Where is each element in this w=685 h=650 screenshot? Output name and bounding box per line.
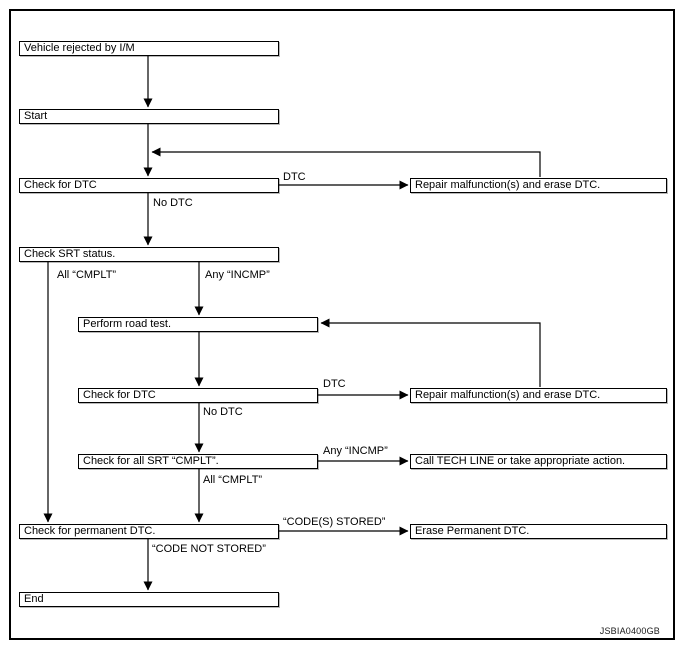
edge-label-all-cmplt-2: All “CMPLT” xyxy=(203,474,263,486)
node-road-test: Perform road test. xyxy=(78,317,318,332)
node-check-dtc-1: Check for DTC xyxy=(19,178,279,193)
edge-label-any-incmp-1: Any “INCMP” xyxy=(205,269,270,281)
node-repair-erase-1: Repair malfunction(s) and erase DTC. xyxy=(410,178,667,193)
edge-label-any-incmp-2: Any “INCMP” xyxy=(323,445,388,457)
node-repair-erase-2: Repair malfunction(s) and erase DTC. xyxy=(410,388,667,403)
edge-label-dtc-2: DTC xyxy=(323,378,346,390)
node-start: Start xyxy=(19,109,279,124)
edge-label-codes-stored: “CODE(S) STORED” xyxy=(283,516,386,528)
edge-label-all-cmplt-1: All “CMPLT” xyxy=(57,269,117,281)
node-erase-permanent: Erase Permanent DTC. xyxy=(410,524,667,539)
node-call-tech-line: Call TECH LINE or take appropriate actio… xyxy=(410,454,667,469)
edge-label-code-not-stored: “CODE NOT STORED” xyxy=(152,543,266,555)
node-check-srt: Check SRT status. xyxy=(19,247,279,262)
node-check-all-srt: Check for all SRT “CMPLT”. xyxy=(78,454,318,469)
edge-label-no-dtc-1: No DTC xyxy=(153,197,193,209)
figure-id-watermark: JSBIA0400GB xyxy=(599,626,660,636)
node-check-dtc-2: Check for DTC xyxy=(78,388,318,403)
edge-label-no-dtc-2: No DTC xyxy=(203,406,243,418)
node-check-permanent: Check for permanent DTC. xyxy=(19,524,279,539)
edge-repair2-return xyxy=(320,318,541,387)
node-vehicle-rejected: Vehicle rejected by I/M xyxy=(19,41,279,56)
edge-repair1-return xyxy=(151,147,541,177)
node-end: End xyxy=(19,592,279,607)
edge-label-dtc-1: DTC xyxy=(283,171,306,183)
